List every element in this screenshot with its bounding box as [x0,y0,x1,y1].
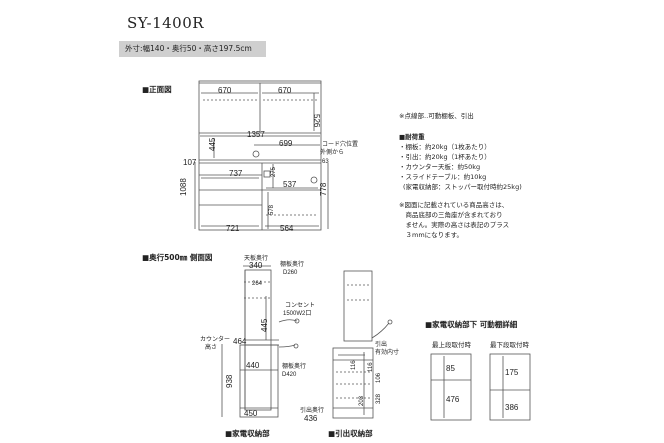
dim-text: 526 [312,114,321,128]
size-bar: 外寸:幅140・奥行50・高さ197.5cm [119,41,266,57]
shelf-depth-label: 棚板奥行 [280,260,304,268]
load-item: ・カウンター天板：約50kg [399,163,481,171]
dotted-note: ※点線部‥可動棚板、引出 [399,112,474,120]
dim-text: 564 [280,224,294,233]
dim-text: 1357 [247,130,265,139]
shelf-depth-label: D420 [282,372,297,378]
counter-label: カウンター [200,335,230,343]
cord-note: 外側から [320,148,344,156]
detail-bottom-caption: 最下段取付時 [490,341,529,349]
cord-note: コード穴位置 [322,140,358,148]
disclaimer-line: ません。実際の高さは表記のプラス [399,221,510,229]
dim-text: 445 [208,137,217,151]
dim-text: 445 [260,318,269,332]
dim-text: 721 [226,224,240,233]
dim-text: 464 [233,337,247,346]
dim-text: 116 [351,360,357,370]
outlet-label: 1500W2口 [283,310,311,317]
dim-text: 440 [246,361,260,370]
dim-text: 107 [183,158,197,167]
dim-text: 436 [304,414,318,423]
model-name: SY-1400R [127,14,205,32]
front-outline [198,80,322,231]
dim-text: 328 [376,393,382,404]
dim-text: 264 [252,281,263,287]
shelf-depth-label: D260 [283,270,298,276]
drawer-section-label: ■引出収納部 [328,429,373,438]
dim-text: 175 [505,368,519,377]
drawer-depth-label: 引出 [375,340,387,348]
dim-text: 116 [368,362,374,372]
drawer-depth-label: 有効内寸 [375,348,399,356]
disclaimer-line: ３mmになります。 [399,231,464,239]
load-item: (家電収納部：ストッパー取付時約25kg) [403,183,522,191]
outlet-label: コンセント [285,302,315,309]
dim-text: 699 [279,139,293,148]
load-item: ・スライドテーブル：約10kg [399,173,487,181]
load-item: ・引出：約20kg（1杯あたり） [399,153,491,161]
dim-text: 670 [278,86,292,95]
dim-text: 670 [218,86,232,95]
detail-heading: ■家電収納部下 可動棚詳細 [425,320,518,329]
front-view-heading: ■正面図 [142,85,172,94]
dim-text: 778 [319,182,328,196]
dim-text: 737 [229,169,243,178]
dim-text: 275 [271,166,277,177]
dim-text: 106 [376,372,382,383]
shelf-depth-label: 棚板奥行 [282,362,306,370]
dim-text: 203 [359,395,365,406]
disclaimer-line: 商品底部の三角座が含まれており [399,211,503,219]
dim-text: 476 [446,395,460,404]
load-item: ・棚板：約20kg（1枚あたり） [399,143,491,151]
dim-text: 63 [322,159,329,165]
disclaimer-line: ※図面に記載されている商品高さは、 [399,201,509,209]
dim-text: 537 [283,180,297,189]
appliance-label: ■家電収納部 [225,429,270,438]
counter-label: 高さ [205,343,217,351]
dim-text: 450 [244,409,258,418]
dim-text: 85 [446,364,455,373]
dim-text: 578 [269,204,275,215]
dim-text: 938 [225,374,234,388]
side-view-heading: ■奥行500㎜ 側面図 [142,253,213,262]
pull-depth-label: 引出奥行 [300,406,324,414]
dim-text: 1088 [179,178,188,196]
detail-top-caption: 最上段取付時 [432,341,471,349]
load-title: ■耐荷重 [399,133,425,141]
dim-text: 386 [505,403,519,412]
dim-text: 340 [249,261,263,270]
top-depth-label: 天板奥行 [244,254,268,262]
